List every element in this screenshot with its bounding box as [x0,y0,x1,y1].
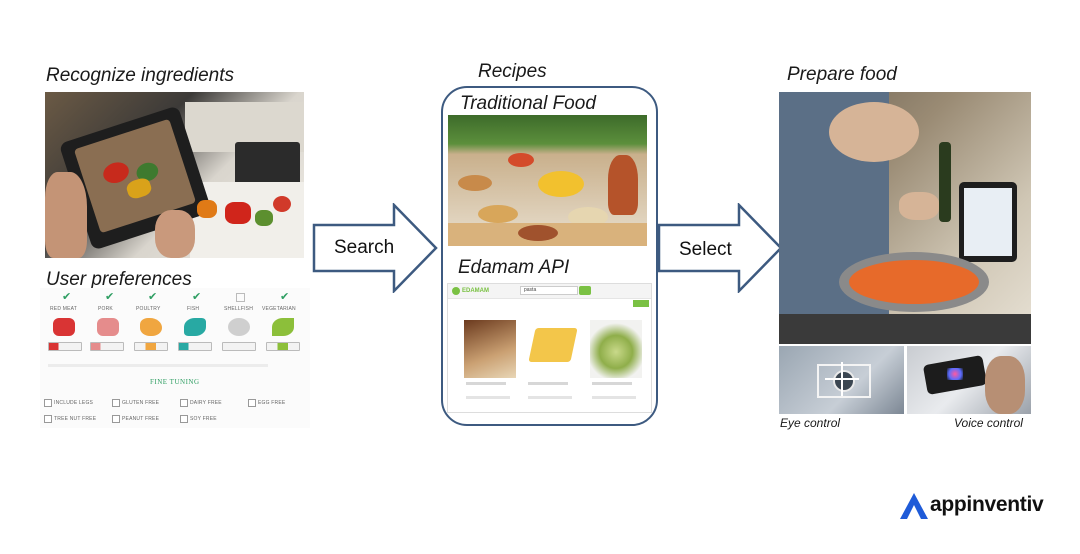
traditional-food-heading: Traditional Food [460,93,596,114]
pref-vegetarian-label: VEGETARIAN [262,306,296,312]
pork-scale[interactable] [90,342,124,351]
fine-tuning-heading: FINE TUNING [150,378,200,386]
recipes-heading: Recipes [478,61,547,82]
prepare-food-photo [779,92,1031,344]
pork-icon[interactable] [97,318,119,336]
check-icon: ✔ [148,291,158,303]
prepare-food-heading: Prepare food [787,64,897,85]
user-preferences-heading: User preferences [46,269,192,290]
edamam-search-input[interactable]: pasta [520,286,578,295]
option-checkbox[interactable] [180,399,188,407]
eye-control-caption: Eye control [780,416,841,430]
traditional-food-photo [448,115,647,246]
pref-pork-label: PORK [98,306,113,312]
select-arrow [657,203,783,293]
voice-control-photo [907,346,1031,414]
check-icon: ✔ [192,291,202,303]
appinventiv-logo-text: appinventiv [930,493,1044,516]
option-label: SOY FREE [190,416,217,422]
recipe-card-title [592,382,632,385]
option-checkbox[interactable] [248,399,256,407]
red-meat-scale[interactable] [48,342,82,351]
search-arrow [312,203,438,293]
check-icon: ✔ [62,291,72,303]
pref-fish-label: FISH [187,306,200,312]
option-checkbox[interactable] [112,415,120,423]
user-preferences-panel: ✔ ✔ ✔ ✔ ✔ RED MEAT PORK POULTRY FISH SHE… [40,288,310,428]
option-label: PEANUT FREE [122,416,160,422]
recipe-card-meta [592,396,636,399]
edamam-menu-button[interactable] [633,300,649,307]
recipe-card-title [528,382,568,385]
appinventiv-logo-icon [900,493,928,519]
edamam-screenshot: EDAMAM pasta [447,283,652,413]
poultry-icon[interactable] [140,318,162,336]
empty-check-icon [236,293,245,302]
select-label: Select [679,239,732,260]
recipe-card-image[interactable] [590,320,642,378]
eye-control-photo [779,346,904,414]
recognize-ingredients-photo [45,92,304,258]
shellfish-icon[interactable] [228,318,250,336]
edamam-search-button[interactable] [579,286,591,295]
option-label: DAIRY FREE [190,400,222,406]
option-checkbox[interactable] [44,415,52,423]
recognize-ingredients-heading: Recognize ingredients [46,65,235,86]
pref-poultry-label: POULTRY [136,306,161,312]
vegetarian-scale[interactable] [266,342,300,351]
shellfish-scale[interactable] [222,342,256,351]
option-label: EGG FREE [258,400,286,406]
option-label: GLUTEN FREE [122,400,160,406]
poultry-scale[interactable] [134,342,168,351]
option-checkbox[interactable] [44,399,52,407]
recipe-card-image[interactable] [464,320,516,378]
pref-shellfish-label: SHELLFISH [224,306,254,312]
voice-control-caption: Voice control [954,416,1023,430]
option-label: INCLUDE LEGS [54,400,94,406]
red-meat-icon[interactable] [53,318,75,336]
fish-icon[interactable] [184,318,206,336]
check-icon: ✔ [280,291,290,303]
fine-print-line [48,364,268,367]
option-checkbox[interactable] [180,415,188,423]
recipe-card-title [466,382,506,385]
option-label: TREE NUT FREE [54,416,97,422]
pref-red-meat-label: RED MEAT [50,306,78,312]
recipe-card-image[interactable] [526,320,578,378]
fish-scale[interactable] [178,342,212,351]
recipe-card-meta [528,396,572,399]
check-icon: ✔ [105,291,115,303]
vegetarian-icon[interactable] [272,318,294,336]
edamam-logo-icon [452,287,460,295]
search-label: Search [334,237,395,258]
recipe-card-meta [466,396,510,399]
edamam-api-heading: Edamam API [458,257,570,278]
edamam-logo: EDAMAM [462,288,489,294]
option-checkbox[interactable] [112,399,120,407]
